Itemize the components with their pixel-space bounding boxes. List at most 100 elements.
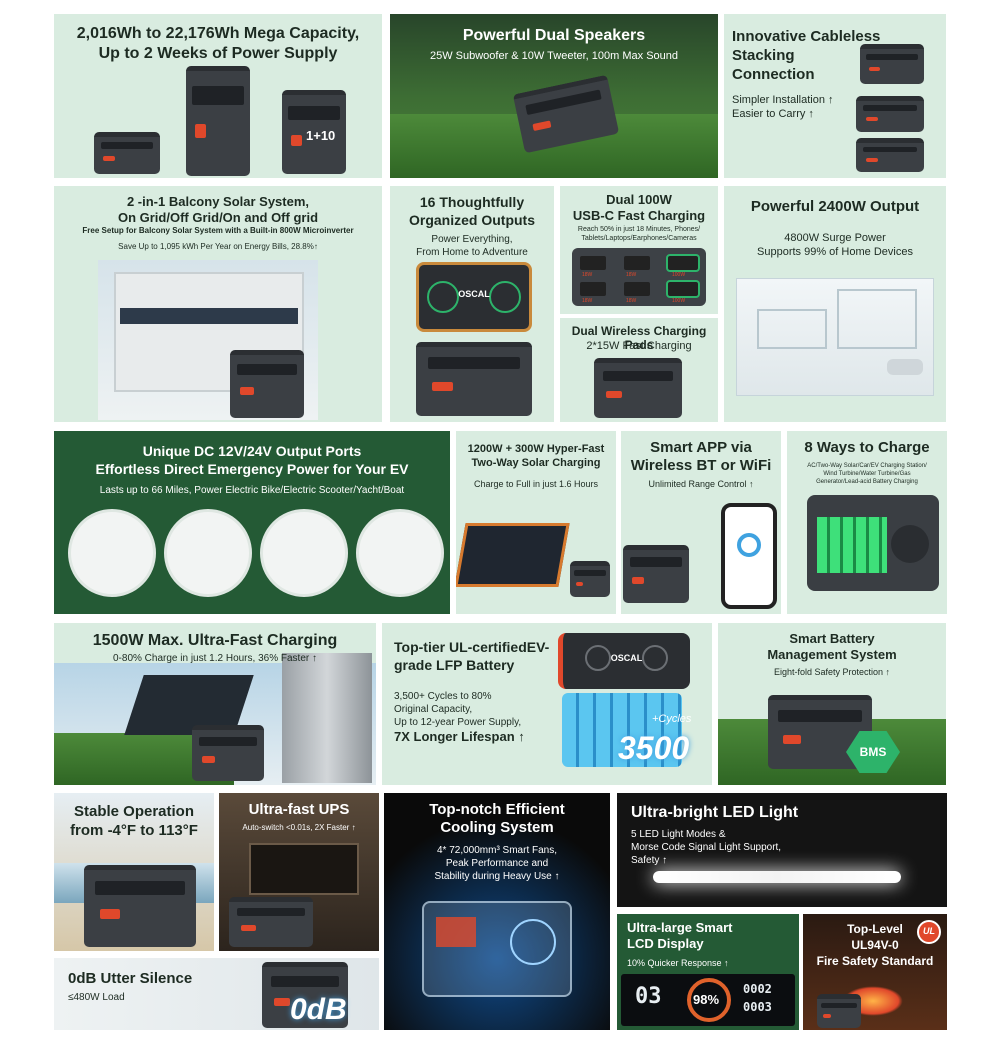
outputs-subtitle-1: Power Everything, bbox=[431, 234, 513, 245]
balcony-power-station-image bbox=[230, 350, 304, 418]
lcd-readout-2: 98% bbox=[693, 992, 720, 1007]
led-title: Ultra-bright LED Light bbox=[631, 804, 799, 821]
silence-panel: 0dB Utter Silence ≤480W Load 0dB bbox=[54, 958, 379, 1030]
cooling-panel: Top-notch Efficient Cooling System 4* 72… bbox=[384, 793, 610, 1030]
led-light-bar bbox=[653, 871, 901, 883]
speakers-title: Powerful Dual Speakers bbox=[462, 27, 646, 44]
lcd-screen: 03 98% 0002 0003 bbox=[621, 974, 795, 1026]
ups-subtitle: Auto-switch <0.01s, 2X Faster ↑ bbox=[242, 823, 356, 832]
output-2400-subtitle-2: Supports 99% of Home Devices bbox=[757, 246, 913, 258]
led-text-2: Morse Code Signal Light Support, bbox=[631, 842, 782, 853]
lcd-readout-4: 0003 bbox=[743, 1000, 772, 1014]
solar-panel-image bbox=[456, 523, 570, 587]
fire-title-3: Fire Safety Standard bbox=[816, 954, 934, 968]
stack-unit-top-image bbox=[860, 44, 924, 84]
mega-capacity-panel: 2,016Wh to 22,176Wh Mega Capacity, Up to… bbox=[54, 14, 382, 178]
outputs-subtitle-2: From Home to Adventure bbox=[416, 247, 528, 258]
lcd-title-2: LCD Display bbox=[627, 936, 704, 951]
silence-power-station-image bbox=[262, 962, 348, 1028]
usb-port-label: 18W bbox=[626, 272, 637, 278]
speakers-subtitle: 25W Subwoofer & 10W Tweeter, 100m Max So… bbox=[429, 50, 679, 62]
lcd-subtitle: 10% Quicker Response ↑ bbox=[627, 958, 729, 968]
dc-ports-subtitle: Lasts up to 66 Miles, Power Electric Bik… bbox=[99, 485, 405, 496]
stacking-point-1: Simpler Installation ↑ bbox=[732, 94, 834, 106]
led-text-1: 5 LED Light Modes & bbox=[631, 829, 726, 840]
ways-subtitle-1: AC/Two-Way Solar/Car/EV Charging Station… bbox=[807, 463, 927, 469]
dc-ports-title-2: Effortless Direct Emergency Power for Yo… bbox=[95, 461, 409, 477]
ways-title: 8 Ways to Charge bbox=[804, 439, 930, 456]
stable-title-1: Stable Operation bbox=[73, 803, 195, 820]
usb-port-label: 100W bbox=[672, 298, 686, 304]
outputs-brand: OSCAL bbox=[458, 289, 490, 299]
yacht-image bbox=[356, 509, 444, 597]
balcony-subtitle: Free Setup for Balcony Solar System with… bbox=[82, 226, 354, 235]
fire-power-station-image bbox=[817, 994, 861, 1028]
solar-charging-title-2: Two-Way Solar Charging bbox=[471, 457, 601, 469]
ways-subtitle-3: Generator/Lead-acid Battery Charging bbox=[816, 479, 918, 485]
smartphone-image bbox=[721, 503, 777, 609]
ul-logo-text: UL bbox=[923, 926, 935, 936]
usbc-note-1: Reach 50% in just 18 Minutes, Phones/ bbox=[577, 226, 701, 233]
outputs-title-1: 16 Thoughtfully bbox=[419, 194, 525, 210]
bms-title-2: Management System bbox=[767, 647, 897, 662]
solar-power-station-image bbox=[570, 561, 610, 597]
output-2400-panel: Powerful 2400W Output 4800W Surge Power … bbox=[724, 186, 946, 422]
silence-title: 0dB Utter Silence bbox=[68, 970, 193, 987]
stack-unit-bottom-image bbox=[856, 138, 924, 172]
output-2400-subtitle-1: 4800W Surge Power bbox=[784, 232, 886, 244]
balcony-note: Save Up to 1,095 kWh Per Year on Energy … bbox=[118, 242, 318, 251]
app-title-1: Smart APP via bbox=[650, 439, 752, 456]
lcd-readout-3: 0002 bbox=[743, 982, 772, 996]
solar-charging-title-1: 1200W + 300W Hyper-Fast bbox=[467, 443, 605, 455]
stable-operation-panel: Stable Operation from -4°F to 113°F bbox=[54, 793, 214, 951]
lfp-cycles-label: +Cycles bbox=[652, 713, 692, 725]
app-subtitle: Unlimited Range Control ↑ bbox=[648, 479, 754, 489]
lfp-text-1: 3,500+ Cycles to 80% bbox=[394, 691, 492, 702]
bms-panel: Smart Battery Management System Eight-fo… bbox=[718, 623, 946, 785]
bms-badge: BMS bbox=[846, 731, 900, 773]
lcd-display-panel: Ultra-large Smart LCD Display 10% Quicke… bbox=[617, 914, 799, 1030]
usb-port-label: 100W bbox=[672, 272, 686, 278]
fire-title-2: UL94V-0 bbox=[851, 938, 899, 952]
transparent-device-image bbox=[422, 901, 572, 997]
usbc-note-2: Tablets/Laptops/Earphones/Cameras bbox=[581, 235, 697, 242]
rv-image bbox=[68, 509, 156, 597]
lfp-title-1: Top-tier UL-certifiedEV- bbox=[394, 639, 550, 655]
solar-balcony-image bbox=[120, 308, 298, 324]
capacity-badge: 1+10 bbox=[306, 128, 336, 143]
usbc-title-1: Dual 100W bbox=[606, 192, 672, 207]
stable-title-2: from -4°F to 113°F bbox=[70, 822, 198, 839]
fire-safety-panel: Top-Level UL94V-0 Fire Safety Standard U… bbox=[803, 914, 947, 1030]
stacking-title-3: Connection bbox=[732, 66, 815, 83]
lfp-battery-panel: Top-tier UL-certifiedEV- grade LFP Batte… bbox=[382, 623, 712, 785]
ups-power-station-image bbox=[229, 897, 313, 947]
cooling-text-2: Peak Performance and bbox=[445, 858, 549, 869]
lfp-cycles-value: 3500 bbox=[618, 730, 690, 766]
electric-bike-image bbox=[164, 509, 252, 597]
cooling-title-1: Top-notch Efficient bbox=[429, 801, 565, 818]
app-panel: Smart APP via Wireless BT or WiFi Unlimi… bbox=[621, 431, 781, 614]
lfp-device-top-image: OSCAL bbox=[558, 633, 690, 689]
solar-charging-panel: 1200W + 300W Hyper-Fast Two-Way Solar Ch… bbox=[456, 431, 616, 614]
speakers-panel: Powerful Dual Speakers 25W Subwoofer & 1… bbox=[390, 14, 718, 178]
fast-charging-subtitle: 0-80% Charge in just 1.2 Hours, 36% Fast… bbox=[113, 653, 317, 664]
device-top-view-image: OSCAL bbox=[416, 262, 532, 332]
led-text-3: Safety ↑ bbox=[631, 855, 668, 866]
wireless-title: Dual Wireless Charging Pads bbox=[571, 324, 707, 353]
stacking-point-2: Easier to Carry ↑ bbox=[732, 108, 814, 120]
ups-title: Ultra-fast UPS bbox=[248, 801, 350, 818]
lfp-highlight: 7X Longer Lifespan ↑ bbox=[394, 729, 525, 744]
app-power-station-image bbox=[623, 545, 689, 603]
usb-port-label: 18W bbox=[626, 298, 637, 304]
balcony-title-2: On Grid/Off Grid/On and Off grid bbox=[117, 210, 319, 225]
silence-subtitle: ≤480W Load bbox=[68, 992, 125, 1003]
usbc-title-2: USB-C Fast Charging bbox=[572, 208, 706, 223]
cooling-title-2: Cooling System bbox=[440, 819, 554, 836]
silence-big-text: 0dB bbox=[290, 993, 347, 1026]
outputs-panel: 16 Thoughtfully Organized Outputs Power … bbox=[390, 186, 554, 422]
cooling-text-3: Stability during Heavy Use ↑ bbox=[434, 871, 560, 882]
charging-ways-panel: 8 Ways to Charge AC/Two-Way Solar/Car/EV… bbox=[787, 431, 947, 614]
device-front-view-image bbox=[416, 342, 532, 416]
refrigerator-image bbox=[282, 653, 372, 783]
outputs-title-2: Organized Outputs bbox=[409, 212, 535, 228]
